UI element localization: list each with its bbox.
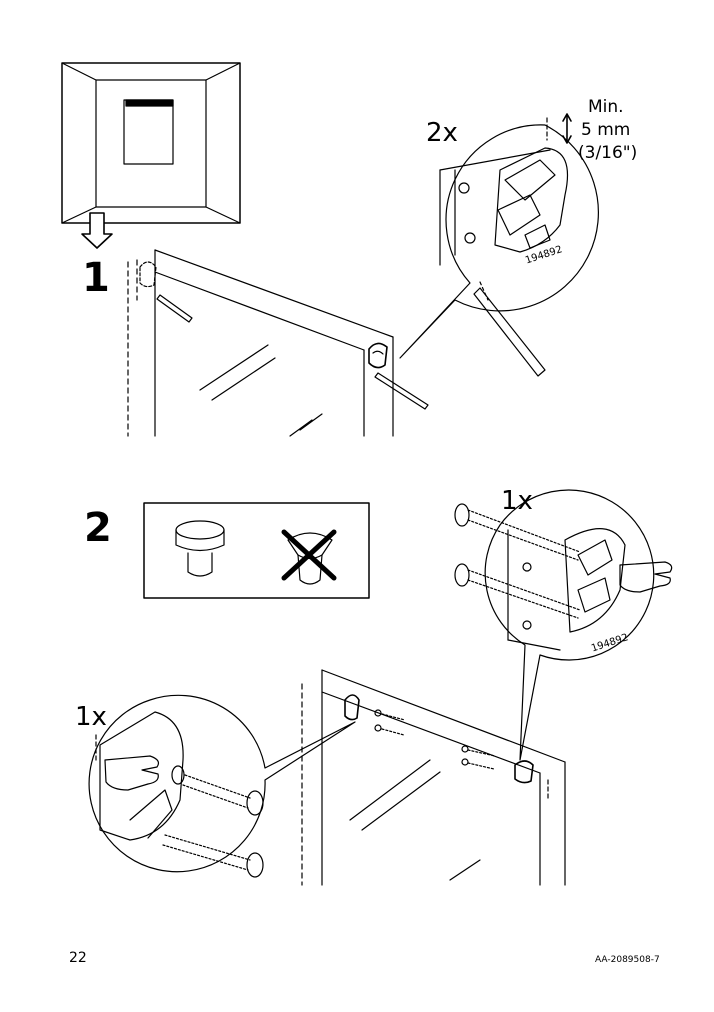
min-label: Min. [588, 97, 624, 117]
pointing-hand-icon-left [104, 755, 160, 791]
pointing-hand-icon [619, 561, 673, 593]
measurement-arrow-icon [562, 113, 572, 144]
detail-bubble-step1 [399, 117, 599, 377]
frame-drawing-step2 [301, 669, 566, 886]
step1-quantity: 2x [426, 118, 458, 148]
correct-screw-orientation-icon [175, 520, 225, 577]
screws-step2-right [454, 503, 581, 619]
step2-quantity-right: 1x [501, 486, 533, 516]
frame-drawing-step1 [127, 249, 429, 437]
detail-bubble-step2-left [88, 694, 356, 873]
min-inch: (3/16") [578, 143, 638, 163]
step2-quantity-left: 1x [75, 702, 107, 732]
detail-bubble-step2-right [484, 489, 673, 761]
page-number: 22 [69, 950, 87, 966]
cross-icon [281, 529, 337, 581]
screws-step2-left [162, 765, 264, 878]
orientation-sketch [61, 62, 241, 224]
incorrect-screw-orientation-icon [281, 529, 337, 585]
step-number-1: 1 [82, 255, 110, 301]
down-arrow-icon [81, 212, 113, 249]
document-code: AA-2089508-7 [595, 955, 660, 965]
step-number-2: 2 [84, 505, 112, 551]
min-mm: 5 mm [581, 120, 631, 140]
info-box-step2 [143, 502, 370, 599]
